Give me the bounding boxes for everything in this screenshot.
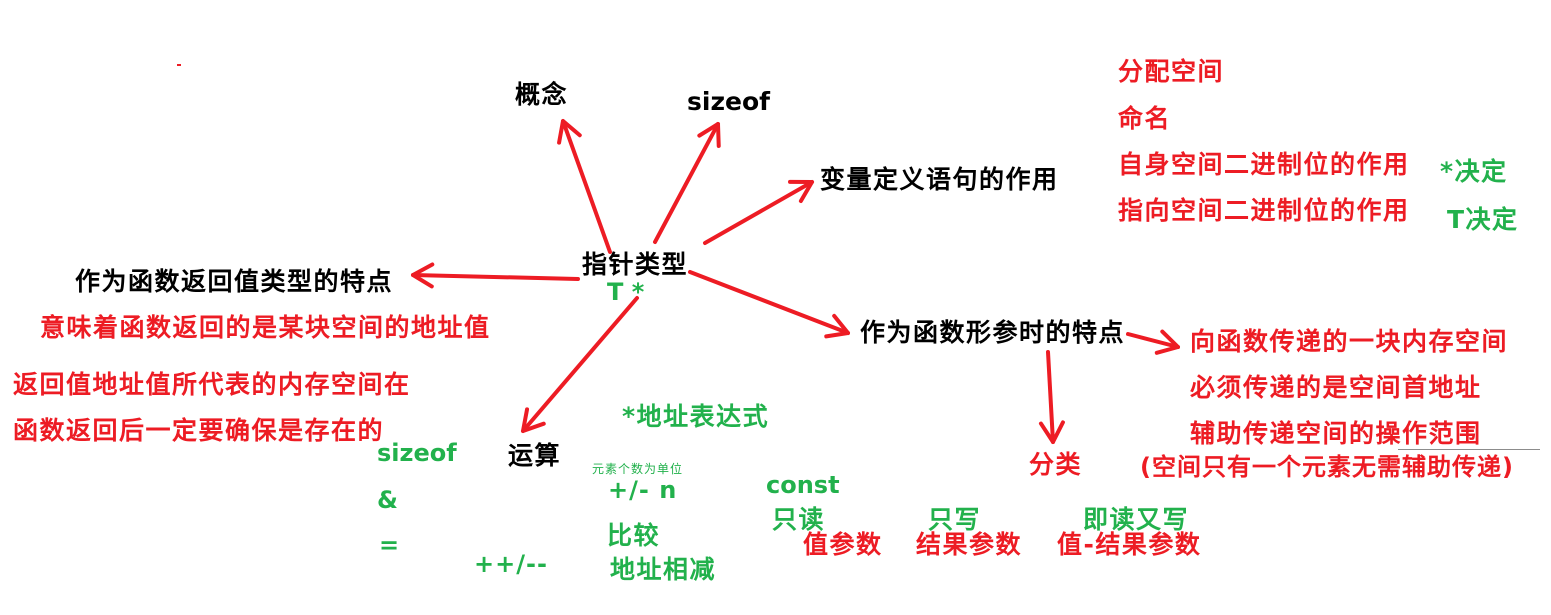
ops-basic: & [377, 486, 398, 514]
return-type-item: 意味着函数返回的是某块空间的地址值 [40, 313, 491, 342]
branch-var-def-title: 变量定义语句的作用 [820, 165, 1059, 194]
param-kind-access: 只读 [772, 505, 826, 534]
arrow-to-sizeof-shaft [653, 122, 720, 244]
var-def-item: 命名 [1118, 104, 1172, 133]
arrow-to-return-type [411, 262, 580, 289]
param-qualifier: const [766, 471, 840, 499]
arrow-to-ops-head [521, 407, 546, 433]
ops-inc-dec: ++/-- [474, 550, 548, 578]
arrow-to-ops-shaft [521, 296, 639, 433]
arrow-to-param-items [1126, 329, 1180, 355]
branch-concept: 概念 [515, 80, 569, 109]
arrow-to-var-def [703, 179, 814, 245]
ops-plus-minus: +/- n [608, 476, 678, 504]
arrow-to-classify-shaft [1046, 350, 1055, 444]
ops-deref: *地址表达式 [622, 402, 770, 431]
arrow-to-ops [521, 296, 639, 433]
center-subtitle: T * [607, 278, 645, 306]
var-def-item: 分配空间 [1118, 57, 1225, 86]
underline-divider [1398, 449, 1540, 450]
param-classify-title: 分类 [1029, 450, 1083, 479]
param-item: 必须传递的是空间首地址 [1190, 373, 1482, 402]
param-item-note: (空间只有一个元素无需辅助传递) [1140, 453, 1514, 481]
param-kind-access: 即读又写 [1083, 505, 1190, 534]
ops-basic: sizeof [377, 439, 457, 467]
branch-ops-title: 运算 [508, 441, 562, 470]
var-def-item: 指向空间二进制位的作用 [1118, 196, 1410, 225]
arrow-to-sizeof-head [697, 122, 721, 148]
param-item: 辅助传递空间的操作范围 [1190, 419, 1482, 448]
param-kind-access: 只写 [928, 505, 982, 534]
branch-return-type-title: 作为函数返回值类型的特点 [75, 267, 394, 296]
arrow-to-param-head [824, 313, 850, 339]
arrow-to-return-type-head [411, 262, 435, 289]
arrow-to-param [688, 270, 850, 339]
arrow-to-concept [557, 119, 612, 254]
arrow-to-concept-head [557, 119, 582, 145]
center-title: 指针类型 [582, 250, 689, 279]
var-def-note: T决定 [1447, 205, 1519, 234]
arrow-to-sizeof [653, 122, 721, 244]
arrow-to-param-shaft [688, 270, 850, 335]
ops-unit-note: 元素个数为单位 [592, 462, 684, 476]
param-kind-name: 结果参数 [916, 530, 1023, 559]
arrow-to-var-def-shaft [703, 180, 814, 245]
ops-basic: = [379, 531, 400, 559]
arrow-to-var-def-head [788, 179, 814, 203]
param-kind-name: 值-结果参数 [1057, 530, 1202, 559]
var-def-item: 自身空间二进制位的作用 [1118, 150, 1410, 179]
arrow-to-return-type-shaft [411, 273, 580, 281]
return-type-item: 函数返回后一定要确保是存在的 [13, 416, 385, 445]
branch-param-title: 作为函数形参时的特点 [860, 318, 1126, 347]
ops-subtract: 地址相减 [610, 555, 717, 584]
return-type-item: 返回值地址值所代表的内存空间在 [13, 370, 411, 399]
arrow-to-param-items-shaft [1126, 332, 1180, 349]
branch-sizeof: sizeof [687, 87, 771, 116]
arrow-to-concept-shaft [561, 119, 612, 254]
var-def-note: *决定 [1440, 157, 1508, 186]
arrow-to-classify-head [1038, 420, 1065, 444]
param-kind-name: 值参数 [803, 530, 883, 559]
arrow-to-classify [1038, 350, 1065, 444]
stray-mark [177, 64, 181, 66]
param-item: 向函数传递的一块内存空间 [1190, 327, 1509, 356]
arrow-to-param-items-head [1154, 329, 1180, 355]
ops-compare: 比较 [607, 521, 661, 550]
